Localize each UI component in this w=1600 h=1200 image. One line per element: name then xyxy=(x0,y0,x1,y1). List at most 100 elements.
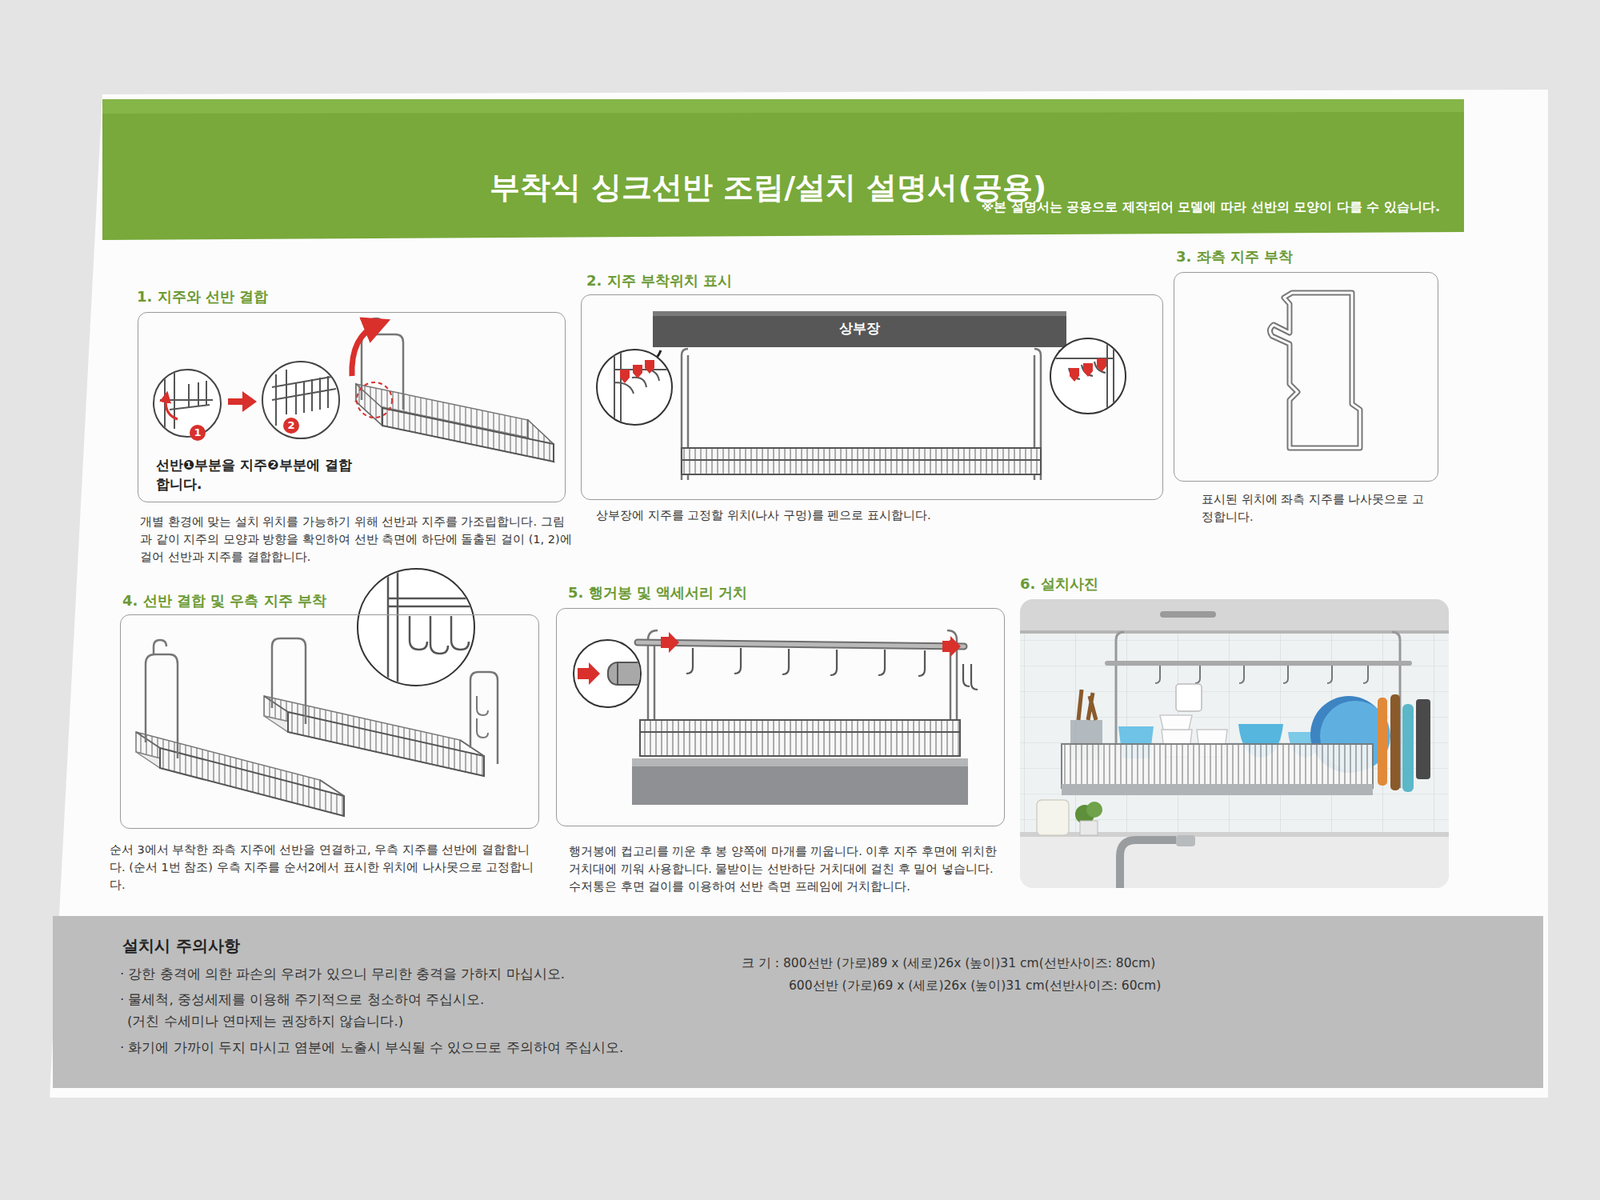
marking-figure xyxy=(620,360,655,384)
marking-figure xyxy=(652,311,1067,348)
hanger-figure xyxy=(640,731,960,733)
mounting-figure xyxy=(264,696,484,756)
marking-figure xyxy=(652,311,1067,316)
step-description: 표시된 위치에 좌측 지주를 나사못으로 고정합니다. xyxy=(1201,490,1434,526)
step-panel: 3. 좌측 지주 부착표시된 위치에 좌측 지주를 나사못으로 고정합니다. xyxy=(1173,272,1439,482)
size-spec: 600선반 (가로)69 x (세로)26x (높이)31 cm(선반사이즈: … xyxy=(788,976,1509,995)
installation-photo xyxy=(1061,784,1373,796)
installation-photo xyxy=(1061,744,1373,788)
caution-band: 설치시 주의사항 · 강한 충격에 의한 파손의 우려가 있으니 무리한 충격을 … xyxy=(52,916,1544,1088)
hanger-figure xyxy=(608,662,656,685)
photo-panel: 6. 설치사진 xyxy=(1020,599,1449,888)
hanger-figure xyxy=(577,662,656,685)
hanger-figure xyxy=(640,720,960,756)
caution-item: · 물세척, 중성세제를 이용해 주기적으로 청소하여 주십시오. xyxy=(120,991,728,1009)
assembly-figure xyxy=(153,318,554,462)
hanger-figure xyxy=(573,630,978,805)
hanger-figure xyxy=(942,636,961,657)
assembly-figure xyxy=(296,376,328,415)
step-heading: 4. 선반 결합 및 우측 지주 부착 xyxy=(122,591,327,611)
installation-photo xyxy=(1176,684,1202,712)
step-heading: 1. 지주와 선반 결합 xyxy=(136,287,268,307)
bracket-figure xyxy=(1269,292,1360,448)
installation-photo xyxy=(1377,697,1388,786)
step-panel: 5. 행거봉 및 액세서리 거치행거봉에 컵고리를 끼운 후 봉 양쪽에 마개를… xyxy=(556,608,1005,827)
step-description: 개별 환경에 맞는 설치 위치를 가능하기 위해 선반과 지주를 가조립합니다.… xyxy=(140,512,576,566)
mounting-figure xyxy=(160,748,344,816)
installation-photo xyxy=(1160,715,1192,730)
step-panel: 1. 지주와 선반 결합선반❶부분을 지주❷부분에 결합 합니다.개별 환경에 … xyxy=(137,312,566,503)
assembly-figure xyxy=(228,391,257,412)
hanger-figure xyxy=(637,642,964,647)
marking-figure xyxy=(596,349,672,425)
marking-figure xyxy=(681,459,1041,461)
step-description: 상부장에 지주를 고정할 위치(나사 구멍)를 펜으로 표시합니다. xyxy=(596,506,1148,524)
installation-photo xyxy=(1020,836,1449,888)
header-note: ※본 설명서는 공용으로 제작되어 모델에 따라 선반의 모양이 다를 수 있습… xyxy=(981,198,1440,216)
mounting-figure xyxy=(145,654,178,759)
mounting-figure xyxy=(470,672,498,764)
installation-photo xyxy=(1155,665,1368,684)
caution-item: · 강한 충격에 의한 파손의 우려가 있으니 무리한 충격을 가하지 마십시오… xyxy=(120,965,728,984)
header-band xyxy=(102,99,1464,114)
step-panel: 4. 선반 결합 및 우측 지주 부착순서 3에서 부착한 좌측 지주에 선반을… xyxy=(120,614,540,829)
step-description: 순서 3에서 부착한 좌측 지주에 선반을 연결하고, 우측 지주를 선반에 결… xyxy=(109,840,542,894)
bracket-figure xyxy=(1269,292,1360,448)
installation-photo xyxy=(1020,599,1449,888)
assembly-figure xyxy=(361,334,404,410)
header-band xyxy=(102,99,1464,240)
installation-photo xyxy=(1390,694,1400,791)
step-heading: 3. 좌측 지주 부착 xyxy=(1176,247,1293,267)
mounting-figure xyxy=(288,712,484,776)
assembly-figure xyxy=(160,372,213,432)
hanger-figure xyxy=(577,662,600,685)
assembly-figure xyxy=(382,408,554,462)
assembly-figure xyxy=(356,382,392,418)
instruction-text: 선반❶부분을 지주❷부분에 결합 합니다. xyxy=(156,455,356,494)
step-heading: 6. 설치사진 xyxy=(1020,574,1099,594)
installation-photo xyxy=(1086,801,1103,818)
installation-photo xyxy=(1107,660,1410,666)
cabinet-label: 상부장 xyxy=(811,319,908,337)
hanger-figure xyxy=(632,758,968,805)
installation-photo xyxy=(1176,835,1196,847)
hanger-figure xyxy=(963,664,978,690)
hanger-figure xyxy=(632,758,968,767)
mounting-figure xyxy=(272,638,306,724)
assembly-figure xyxy=(262,361,340,439)
step-description: 행거봉에 컵고리를 끼운 후 봉 양쪽에 마개를 끼웁니다. 이후 지주 후면에… xyxy=(568,842,1001,896)
step-heading: 2. 지주 부착위치 표시 xyxy=(586,271,732,291)
assembly-figure xyxy=(352,324,378,376)
installation-photo xyxy=(1078,689,1096,720)
assembly-figure xyxy=(165,396,178,420)
assembly-figure xyxy=(272,369,336,426)
caution-item: · 화기에 가까이 두지 마시고 염분에 노출시 부식될 수 있으므로 주의하여… xyxy=(120,1039,776,1057)
assembly-figure xyxy=(153,369,221,437)
hanger-figure xyxy=(660,632,680,653)
assembly-figure xyxy=(356,401,554,462)
mounting-figure xyxy=(388,568,480,688)
hanger-figure xyxy=(637,642,964,647)
marking-figure xyxy=(614,352,672,424)
installation-photo xyxy=(1036,800,1069,836)
mounting-figure xyxy=(357,568,475,686)
installation-photo xyxy=(1020,630,1449,634)
installation-photo xyxy=(1416,699,1431,780)
marking-figure xyxy=(1048,340,1114,413)
assembly-figure xyxy=(160,400,213,410)
installation-photo xyxy=(1080,820,1098,836)
bracket-figure xyxy=(1269,292,1360,448)
mounting-figure xyxy=(409,616,469,654)
mounting-figure xyxy=(476,696,488,738)
caution-heading: 설치시 주의사항 xyxy=(122,935,240,956)
marking-figure xyxy=(1048,340,1114,413)
hanger-figure xyxy=(616,662,619,685)
mounting-figure xyxy=(388,568,480,688)
callout-number: 1 xyxy=(189,424,206,441)
marking-figure xyxy=(681,448,1041,475)
step-heading: 5. 행거봉 및 액세서리 거치 xyxy=(568,583,748,603)
mounting-figure xyxy=(136,732,344,796)
